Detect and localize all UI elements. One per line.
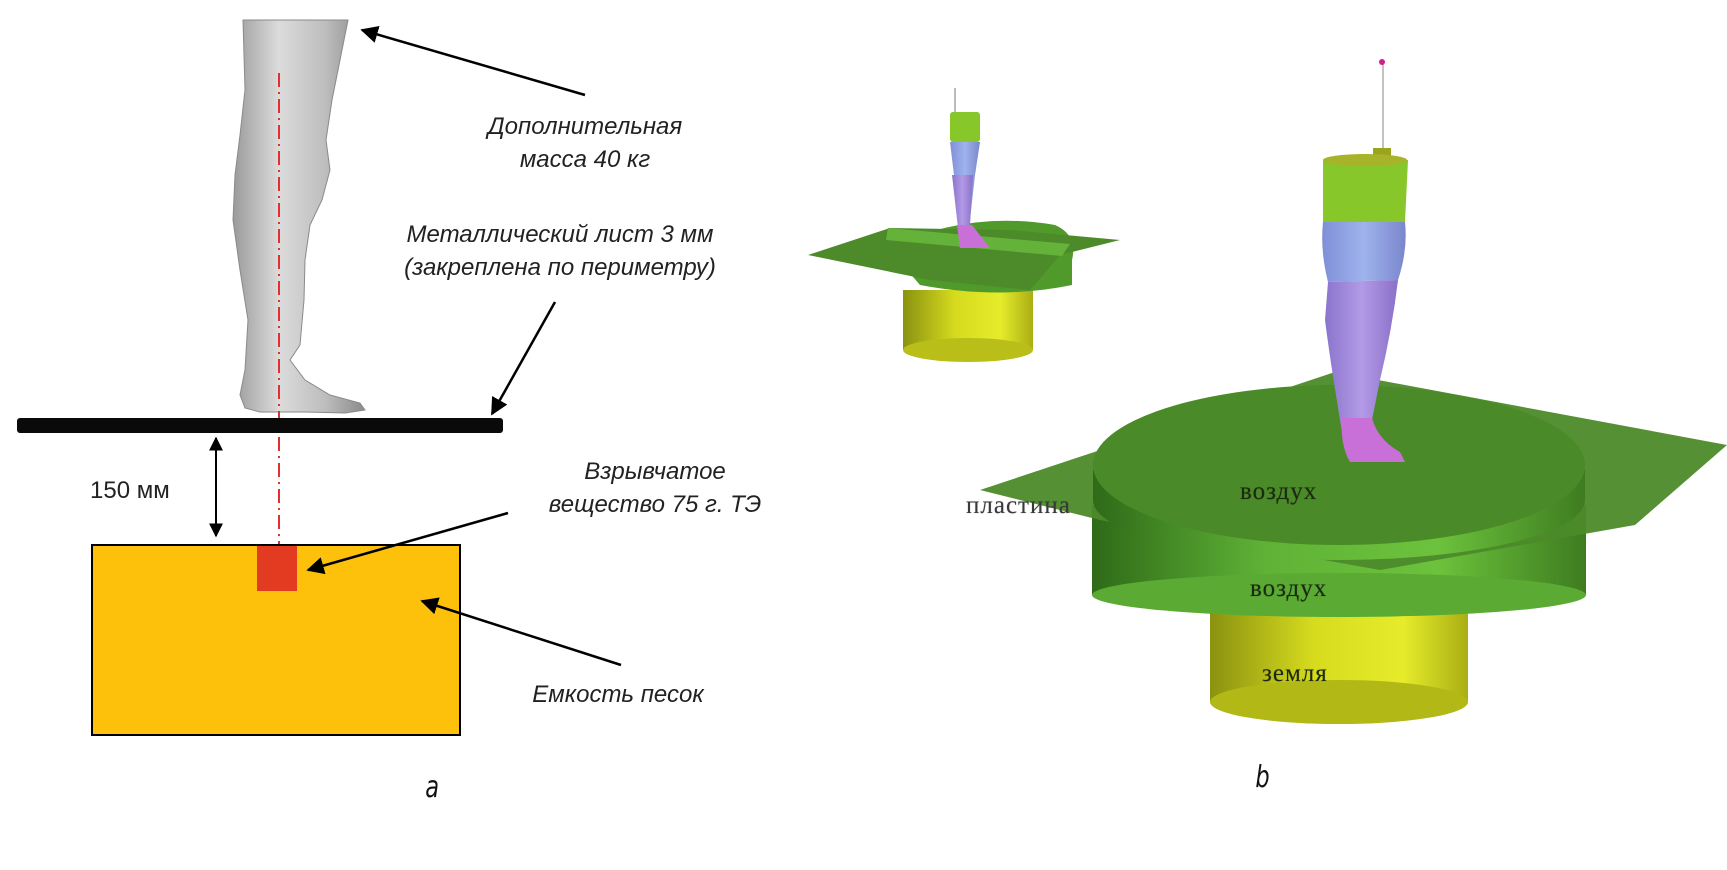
- metal-plate: [17, 418, 503, 433]
- panel-a: [17, 19, 622, 736]
- small-model: [808, 88, 1120, 362]
- caption-b: b: [1255, 760, 1270, 795]
- label-extra-mass: Дополнительная масса 40 кг: [440, 110, 730, 176]
- label-explosive: Взрывчатое вещество 75 г. ТЭ: [520, 455, 790, 521]
- label-air-bottom: воздух: [1250, 575, 1328, 602]
- large-model: [980, 59, 1727, 724]
- air-disk-upper: [1093, 385, 1585, 545]
- label-metal-sheet-line2: (закреплена по периметру): [404, 254, 716, 281]
- label-air-top: воздух: [1240, 478, 1318, 505]
- arrow-metal-sheet: [490, 301, 557, 416]
- explosive-charge: [257, 546, 297, 591]
- label-plate: пластина: [966, 492, 1071, 519]
- label-metal-sheet: Металлический лист 3 мм (закреплена по п…: [360, 218, 760, 284]
- panel-b: [808, 59, 1727, 724]
- leg-model: [232, 19, 366, 414]
- label-ground: земля: [1262, 660, 1328, 687]
- label-extra-mass-line1: Дополнительная: [487, 113, 683, 140]
- arrow-sand: [420, 597, 622, 667]
- caption-a: a: [425, 770, 440, 805]
- arrow-extra-mass: [360, 26, 586, 97]
- arrow-explosive: [306, 511, 509, 575]
- label-metal-sheet-line1: Металлический лист 3 мм: [406, 221, 714, 248]
- label-extra-mass-line2: масса 40 кг: [519, 146, 651, 173]
- label-explosive-line1: Взрывчатое: [584, 458, 726, 485]
- label-sand-container: Емкость песок: [532, 681, 704, 708]
- label-explosive-line2: вещество 75 г. ТЭ: [548, 491, 762, 518]
- label-gap-150mm: 150 мм: [90, 477, 170, 504]
